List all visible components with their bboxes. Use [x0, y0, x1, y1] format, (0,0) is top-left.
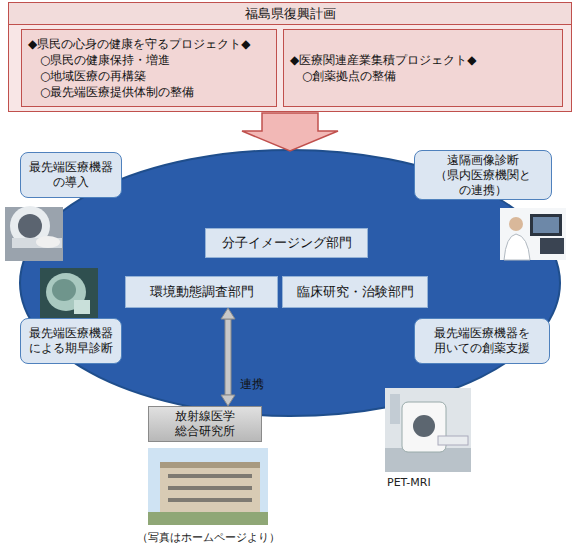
institute-box: 放射線医学 総合研究所 [148, 406, 262, 442]
feature-box: 最先端医療機器 による期早診断 [20, 318, 122, 364]
arrow-head [221, 395, 235, 406]
feature-box: 最先端医療機器 の導入 [20, 152, 122, 198]
photo-caption: PET-MRI [387, 476, 431, 489]
feature-box: 最先端医療機器を 用いての創薬支援 [414, 318, 550, 364]
box-heading: ◆医療関連産業集積プロジェクト◆ [290, 52, 556, 68]
department-box: 臨床研究・治験部門 [282, 276, 428, 308]
box-heading: ◆県民の心身の健康を守るプロジェクト◆ [28, 36, 270, 52]
center-ellipse [20, 150, 560, 416]
edge-label: 連携 [240, 376, 264, 393]
pet-mri-photo [385, 388, 471, 472]
box-item: ○地域医療の再構築 [28, 68, 270, 84]
big-down-arrow [242, 113, 338, 151]
box-heading: 遠隔画像診断 （県内医療機関と の連携） [421, 153, 545, 198]
department-box: 分子イメージング部門 [205, 228, 368, 258]
box-item: ○県民の健康保持・増進 [28, 52, 270, 68]
box-heading: 最先端医療機器 による期早診断 [27, 326, 115, 356]
plan-frame: 福島県復興計画 ◆県民の心身の健康を守るプロジェクト◆○県民の健康保持・増進○地域… [8, 2, 572, 112]
box-heading: 福島県復興計画 [9, 3, 571, 25]
box-heading: 臨床研究・治験部門 [297, 284, 414, 300]
box-item: ○最先端医療提供体制の整備 [28, 84, 270, 100]
project-box: ◆医療関連産業集積プロジェクト◆○創薬拠点の整備 [283, 29, 563, 107]
arrow-shaft [225, 319, 231, 395]
head-scan-photo [40, 268, 98, 318]
arrow-head [221, 308, 235, 319]
box-heading: 最先端医療機器 の導入 [27, 160, 115, 190]
photo-credit: （写真はホームページより） [137, 530, 280, 545]
box-heading: 分子イメージング部門 [222, 235, 352, 251]
project-box: ◆県民の心身の健康を守るプロジェクト◆○県民の健康保持・増進○地域医療の再構築○… [21, 29, 277, 107]
building-photo [148, 448, 268, 525]
box-heading: 環境動態調査部門 [150, 284, 254, 300]
doctor-photo [500, 208, 566, 260]
department-box: 環境動態調査部門 [125, 276, 278, 308]
link-arrow [221, 308, 235, 406]
box-heading: 最先端医療機器を 用いての創薬支援 [421, 326, 543, 356]
feature-box: 遠隔画像診断 （県内医療機関と の連携） [414, 150, 552, 200]
box-heading: 放射線医学 総合研究所 [167, 409, 243, 439]
box-item: ○創薬拠点の整備 [290, 68, 556, 84]
mri-photo [5, 206, 63, 261]
